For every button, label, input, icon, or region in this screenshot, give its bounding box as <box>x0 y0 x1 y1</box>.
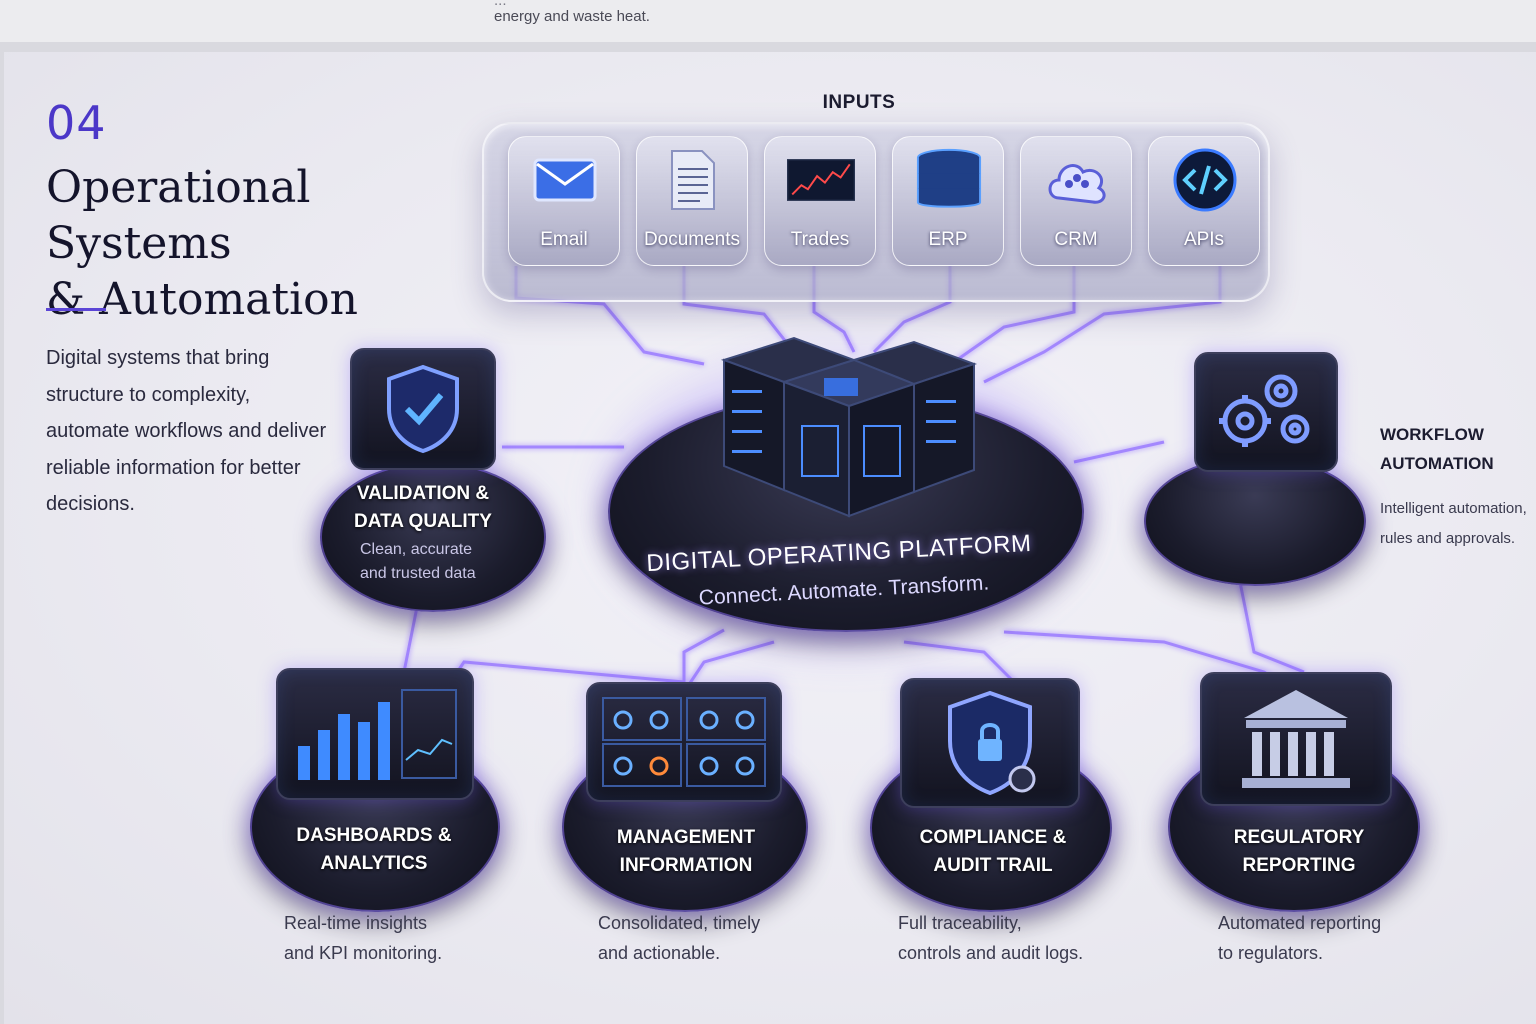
validation-title: VALIDATION & DATA QUALITY <box>334 480 512 536</box>
compliance-desc-line2: controls and audit logs. <box>898 943 1084 963</box>
compliance-title: COMPLIANCE & AUDIT TRAIL <box>888 824 1098 880</box>
code-icon <box>1171 148 1239 212</box>
workflow-title: WORKFLOW AUTOMATION <box>1380 420 1494 478</box>
validation-title-line2: DATA QUALITY <box>354 511 492 532</box>
connector-workflow-down <box>1238 581 1305 674</box>
section-description: Digital systems that bring structure to … <box>46 347 327 515</box>
dashboards-title-line2: ANALYTICS <box>320 853 428 874</box>
title-underline <box>46 308 106 311</box>
compliance-description: Full traceability, controls and audit lo… <box>898 908 1083 968</box>
management-screen <box>586 682 782 802</box>
line-chart-icon <box>787 149 855 211</box>
workflow-description: Intelligent automation, rules and approv… <box>1380 494 1527 554</box>
input-erp: ERP <box>892 136 1004 266</box>
section-number: 04 <box>46 96 107 150</box>
dashboards-title-line1: DASHBOARDS & <box>296 825 452 846</box>
validation-title-line1: VALIDATION & <box>356 483 490 504</box>
shield-check-icon <box>387 364 459 454</box>
input-label: Email <box>540 229 588 250</box>
previous-section-text: energy and waste heat. <box>494 8 650 25</box>
validation-desc-line2: and trusted data <box>360 565 476 582</box>
management-title: MANAGEMENT INFORMATION <box>584 824 788 880</box>
validation-description: Clean, accurate and trusted data <box>360 538 476 586</box>
regulatory-title-line2: REPORTING <box>1242 855 1356 876</box>
management-desc-line1: Consolidated, timely <box>598 913 761 933</box>
workflow-title-line1: WORKFLOW <box>1380 425 1484 444</box>
input-trades: Trades <box>764 136 876 266</box>
dashboards-screen <box>276 668 474 800</box>
compliance-desc-line1: Full traceability, <box>898 913 1022 933</box>
dashboards-title: DASHBOARDS & ANALYTICS <box>274 822 474 878</box>
workflow-pedestal <box>1144 456 1366 586</box>
cut-off-text: ... <box>494 0 507 9</box>
regulatory-title: REGULATORY REPORTING <box>1194 824 1404 880</box>
document-icon <box>659 149 727 211</box>
input-label: Trades <box>790 229 850 250</box>
workflow-title-line2: AUTOMATION <box>1380 454 1494 473</box>
compliance-screen <box>900 678 1080 808</box>
input-documents: Documents <box>636 136 748 266</box>
regulatory-description: Automated reporting to regulators. <box>1218 908 1381 968</box>
regulatory-desc-line2: to regulators. <box>1218 943 1324 963</box>
workflow-desc-line2: rules and approvals. <box>1380 530 1516 547</box>
management-title-line1: MANAGEMENT <box>616 827 756 848</box>
section-panel: 04 Operational Systems & Automation Digi… <box>4 52 1536 1024</box>
section-title-line1: Operational Systems <box>46 162 311 269</box>
previous-section-strip: ... energy and waste heat. <box>0 0 1536 42</box>
management-desc-line2: and actionable. <box>598 943 721 963</box>
workflow-desc-line1: Intelligent automation, <box>1380 500 1527 517</box>
users-cloud-icon <box>1043 149 1111 211</box>
input-label: CRM <box>1054 229 1098 250</box>
input-label: APIs <box>1183 229 1225 250</box>
dashboards-desc-line1: Real-time insights <box>284 913 428 933</box>
bank-icon <box>1242 690 1350 788</box>
input-email: Email <box>508 136 620 266</box>
validation-desc-line1: Clean, accurate <box>360 541 473 558</box>
regulatory-screen <box>1200 672 1392 806</box>
management-title-line2: INFORMATION <box>619 855 753 876</box>
management-description: Consolidated, timely and actionable. <box>598 908 760 968</box>
inputs-bar: Email Documents Trades ERP CRM <box>482 122 1270 302</box>
regulatory-title-line1: REGULATORY <box>1233 827 1365 848</box>
compliance-title-line2: AUDIT TRAIL <box>933 855 1053 876</box>
connector-workflow <box>1073 440 1165 464</box>
section-title-line2: & Automation <box>46 274 358 325</box>
input-label: ERP <box>928 229 968 250</box>
dashboards-description: Real-time insights and KPI monitoring. <box>284 908 442 968</box>
envelope-icon <box>531 149 599 211</box>
validation-pedestal <box>320 462 546 612</box>
inputs-label: INPUTS <box>822 92 896 113</box>
database-icon <box>915 148 983 211</box>
section-title: Operational Systems & Automation <box>46 160 486 328</box>
workflow-screen <box>1194 352 1338 472</box>
validation-screen <box>350 348 496 470</box>
regulatory-desc-line1: Automated reporting <box>1218 913 1382 933</box>
input-label: Documents <box>643 229 741 250</box>
shield-lock-icon <box>948 690 1036 796</box>
server-cube-icon <box>720 336 978 518</box>
input-apis: APIs <box>1148 136 1260 266</box>
input-crm: CRM <box>1020 136 1132 266</box>
bar-chart-icon <box>298 689 457 780</box>
gears-icon <box>1219 374 1310 447</box>
dashboards-desc-line2: and KPI monitoring. <box>284 943 443 963</box>
compliance-title-line1: COMPLIANCE & <box>919 827 1067 848</box>
dashboard-grid-icon <box>602 697 766 787</box>
